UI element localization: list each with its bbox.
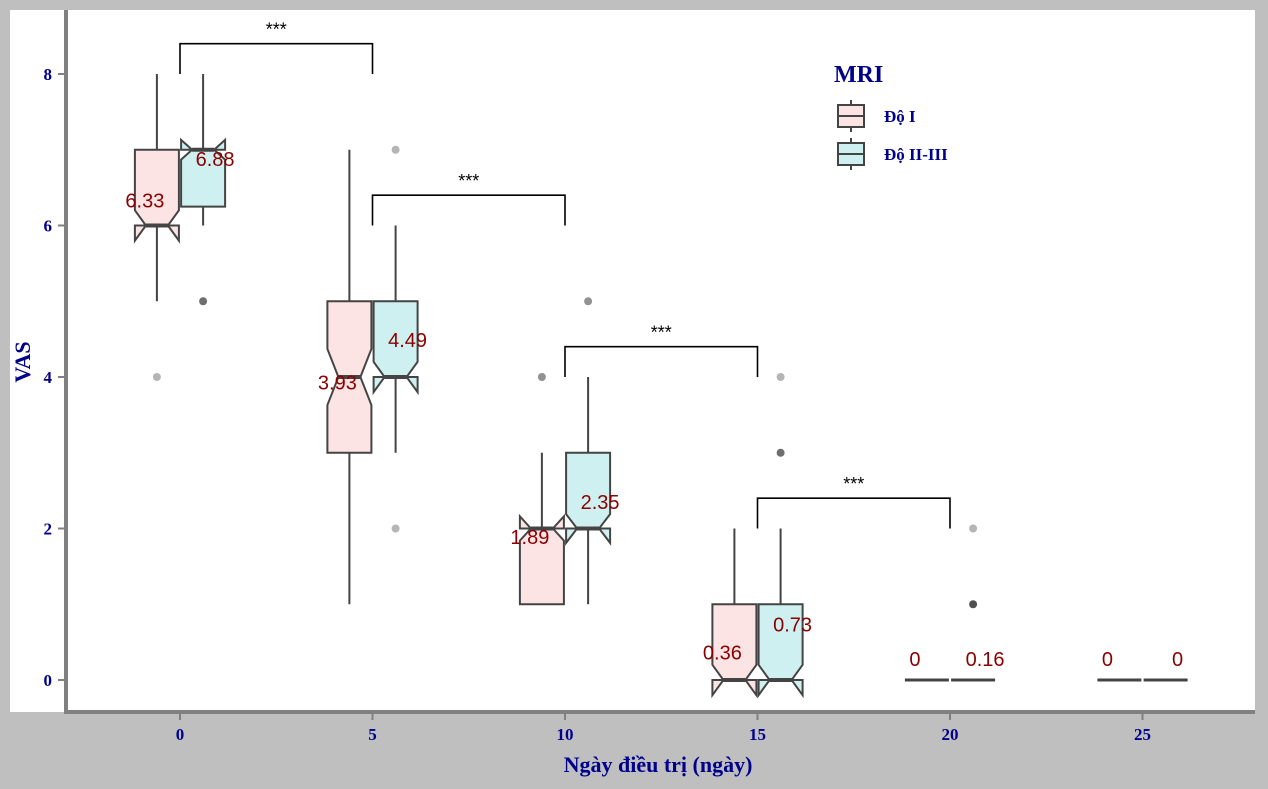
mean-label: 3.93 [318,372,357,394]
box-Độ II-III-day-5: 4.49 [372,145,427,533]
x-tick-label: 25 [1134,725,1151,744]
box-body [518,513,565,606]
mean-label: 0.73 [773,615,812,637]
y-tick-label: 6 [44,217,53,236]
x-tick-label: 0 [176,725,185,744]
outlier-point [969,600,978,609]
mean-label: 0.36 [703,643,742,665]
x-tick-label: 20 [942,725,959,744]
box-Độ I-day-10: 1.89 [510,373,565,606]
box-body [180,137,227,208]
significance-label: *** [458,171,479,191]
outlier-point [776,373,785,381]
outlier-point [199,297,208,306]
mean-label: 0 [1102,649,1113,671]
box-body [711,603,758,699]
mean-label: 0 [909,649,920,671]
outlier-point [152,373,161,381]
box-Độ I-day-5: 3.93 [318,149,373,605]
x-axis-title: Ngày điều trị (ngày) [564,752,753,777]
significance-label: *** [843,474,864,494]
x-tick-label: 15 [749,725,766,744]
legend-title: MRI [834,62,883,88]
y-tick-label: 2 [44,520,53,539]
x-tick-label: 10 [557,725,574,744]
outlier-point [969,524,978,533]
box-Độ II-III-day-0: 6.88 [180,74,235,306]
mean-label: 0.16 [966,649,1005,671]
box-Độ II-III-day-25: 0 [1143,649,1188,682]
box-Độ II-III-day-15: 0.73 [757,373,812,699]
significance-bracket [756,497,951,529]
y-tick-label: 0 [44,671,53,690]
box-Độ II-III-day-20: 0.16 [951,524,1005,682]
plot-panel [10,10,1255,712]
legend-label: Độ II-III [884,145,948,164]
box-Độ I-day-15: 0.36 [703,528,758,699]
box-body [757,603,804,699]
significance-label: *** [266,20,287,40]
box-body [565,451,612,546]
significance-label: *** [651,323,672,343]
significance-bracket [371,194,566,226]
box-Độ II-III-day-10: 2.35 [565,297,620,605]
x-tick-label: 5 [368,725,377,744]
significance-bracket [564,345,759,377]
outlier-point [776,448,785,457]
outlier-point [584,297,593,306]
mean-label: 1.89 [510,527,549,549]
box-body [372,300,419,396]
outlier-point [391,524,400,533]
outlier-point [391,145,400,154]
significance-bracket [179,42,374,74]
mean-label: 6.33 [125,191,164,213]
box-Độ I-day-20: 0 [904,649,949,682]
y-tick-label: 8 [44,65,53,84]
legend-label: Độ I [884,107,916,126]
box-Độ I-day-25: 0 [1097,649,1142,682]
mean-label: 4.49 [388,330,427,352]
y-axis-title: VAS [10,341,35,382]
mean-label: 6.88 [196,149,235,171]
mean-label: 0 [1172,649,1183,671]
outlier-point [537,373,546,381]
y-tick-label: 4 [44,368,53,387]
mean-label: 2.35 [581,492,620,514]
box-body [133,148,180,244]
box-Độ I-day-0: 6.33 [125,74,180,381]
